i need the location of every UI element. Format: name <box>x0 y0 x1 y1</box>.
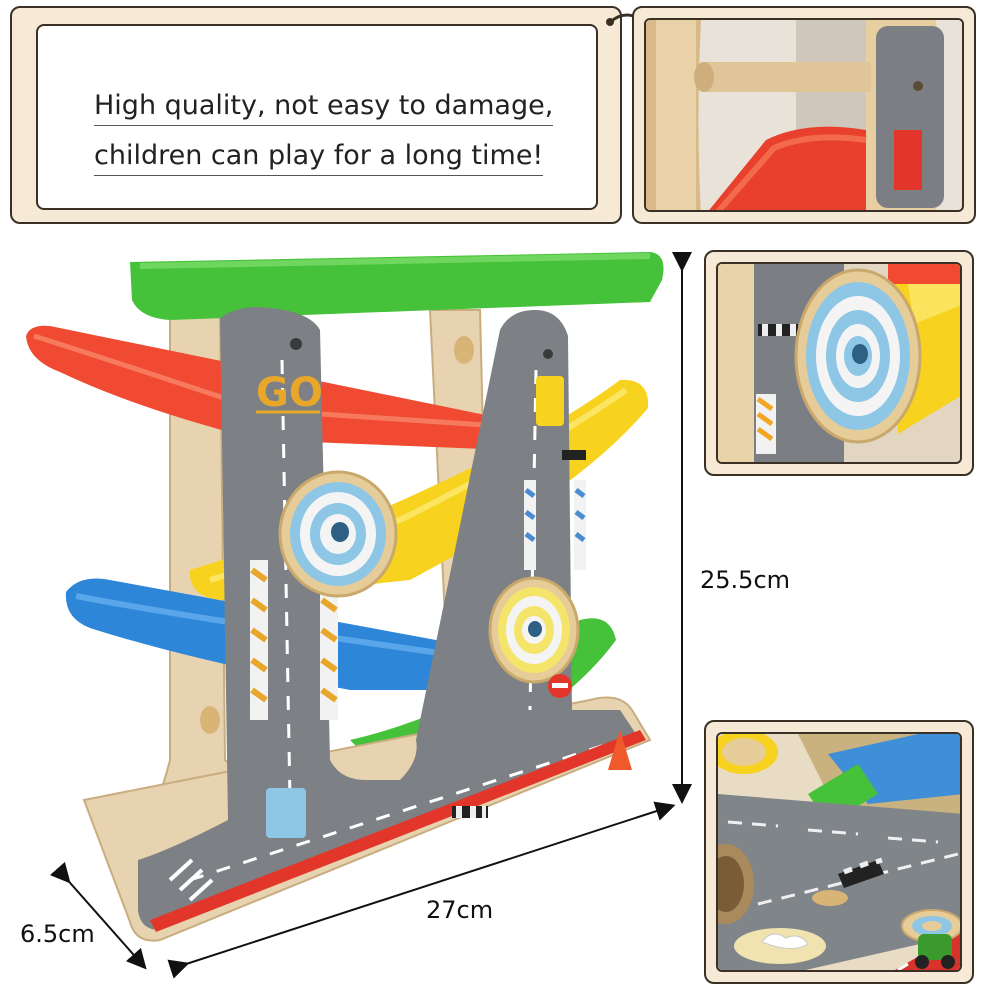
checkered-flag-top <box>562 450 586 460</box>
tagline-panel: High quality, not easy to damage, childr… <box>10 6 622 224</box>
dowel-end-right <box>454 336 474 364</box>
detail-photo-base <box>704 720 974 984</box>
barrier-blue-1-stripes <box>524 488 536 542</box>
tagline-line-1: High quality, not easy to damage, <box>94 90 554 126</box>
ramp-racer-toy-image: GO <box>26 252 664 942</box>
detail-photo-dowel <box>632 6 976 224</box>
detail-photo-spinner <box>704 250 974 476</box>
ramp-green-top <box>130 252 664 320</box>
dowel-closeup-image <box>646 20 962 210</box>
dowel-end-left <box>200 706 220 734</box>
go-sign: GO <box>256 370 323 416</box>
barrier-blue-2 <box>574 480 586 570</box>
screw-top-right <box>543 349 553 359</box>
printed-car-blue <box>266 788 306 838</box>
base-closeup-image <box>718 734 960 970</box>
barrier-blue-1 <box>524 480 536 570</box>
spinner-blue-center <box>331 522 349 542</box>
printed-car-yellow <box>536 376 564 426</box>
tagline-line-2: children can play for a long time! <box>94 140 544 176</box>
spinner-yellow-center <box>528 621 542 637</box>
barrier-left-stripes <box>250 567 268 703</box>
traffic-cone <box>608 730 632 770</box>
road-lane-left <box>280 359 292 801</box>
barrier-blue-2-stripes <box>574 488 586 542</box>
screw-top-left <box>290 338 302 350</box>
width-label: 27cm <box>426 896 494 924</box>
height-label: 25.5cm <box>700 566 791 594</box>
depth-label: 6.5cm <box>20 920 95 948</box>
ramp-green-highlight <box>139 253 651 269</box>
stop-sign-bar <box>552 683 568 688</box>
spinner-closeup-image <box>718 264 960 462</box>
tagline-box: High quality, not easy to damage, childr… <box>36 24 598 210</box>
